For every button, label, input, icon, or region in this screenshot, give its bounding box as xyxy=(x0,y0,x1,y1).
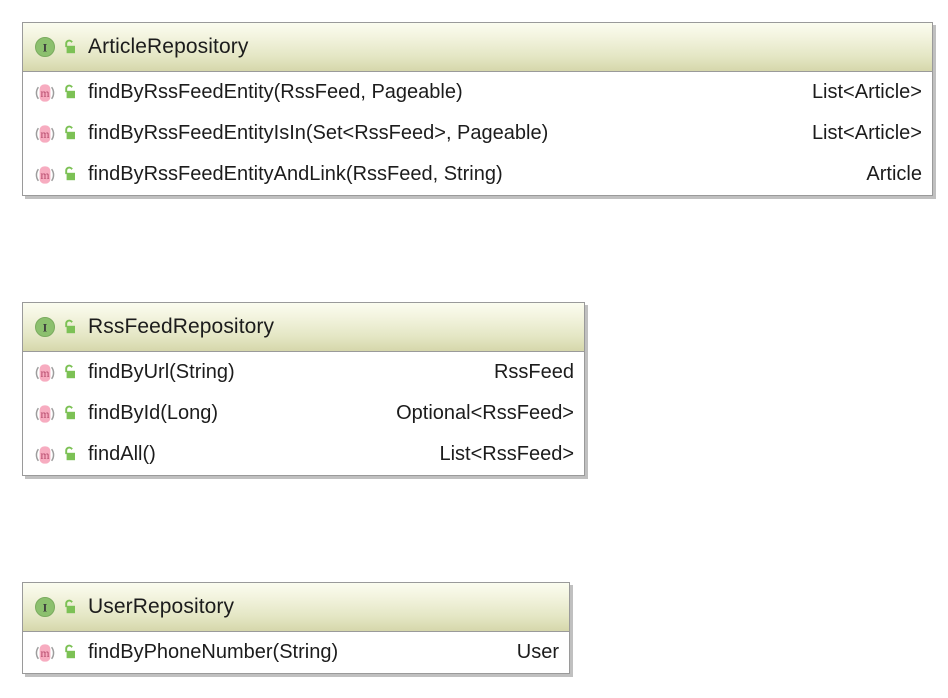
svg-text:m: m xyxy=(41,368,50,380)
method-signature: findByRssFeedEntityIsIn(Set<RssFeed>, Pa… xyxy=(88,122,549,144)
unlock-public-icon xyxy=(65,599,75,613)
svg-text:m: m xyxy=(41,129,50,141)
method-signature: findByUrl(String) xyxy=(88,361,235,383)
uml-method-row[interactable]: m findByRssFeedEntityAndLink(RssFeed, St… xyxy=(23,154,932,195)
method-icon: m xyxy=(35,83,55,102)
method-return-type: List<RssFeed> xyxy=(439,443,574,465)
uml-class-box-userrepository[interactable]: I UserRepository m xyxy=(22,582,570,674)
uml-method-row[interactable]: m findByUrl(String) RssFeed xyxy=(23,352,584,393)
uml-method-row[interactable]: m findById(Long) Optional<RssFeed> xyxy=(23,393,584,434)
uml-class-box-articlerepository[interactable]: I ArticleRepository m xyxy=(22,22,933,196)
svg-text:m: m xyxy=(41,409,50,421)
uml-class-name: RssFeedRepository xyxy=(88,315,275,338)
icon-group: m xyxy=(34,82,79,104)
method-return-type: Optional<RssFeed> xyxy=(396,402,574,424)
method-signature: findByPhoneNumber(String) xyxy=(88,641,339,663)
svg-text:I: I xyxy=(43,601,48,615)
method-return-type: Article xyxy=(866,163,922,185)
unlock-public-icon xyxy=(65,405,75,420)
uml-method-row[interactable]: m findByRssFeedEntity(RssFeed, Pageable)… xyxy=(23,72,932,113)
interface-icon: I xyxy=(35,317,55,337)
uml-method-row[interactable]: m findAll() List<RssFeed> xyxy=(23,434,584,475)
icon-group: m xyxy=(34,164,79,186)
svg-text:m: m xyxy=(41,450,50,462)
icon-group: I xyxy=(34,596,79,618)
icon-group: m xyxy=(34,444,79,466)
unlock-public-icon xyxy=(65,644,75,659)
method-return-type: User xyxy=(516,641,559,663)
uml-member-list: m findByRssFeedEntity(RssFeed, Pageable)… xyxy=(23,72,932,195)
method-signature: findByRssFeedEntityAndLink(RssFeed, Stri… xyxy=(88,163,503,185)
method-return-type: List<Article> xyxy=(811,122,922,144)
uml-method-row[interactable]: m findByRssFeedEntityIsIn(Set<RssFeed>, … xyxy=(23,113,932,154)
interface-icon: I xyxy=(35,37,55,57)
method-signature: findAll() xyxy=(88,443,156,465)
unlock-public-icon xyxy=(65,84,75,99)
method-icon: m xyxy=(35,643,55,662)
uml-class-name: ArticleRepository xyxy=(88,35,249,58)
uml-class-header[interactable]: I ArticleRepository xyxy=(23,23,932,72)
uml-class-name: UserRepository xyxy=(88,595,235,618)
method-icon: m xyxy=(35,404,55,423)
svg-text:I: I xyxy=(43,321,48,335)
uml-class-box-rssfeedrepository[interactable]: I RssFeedRepository m xyxy=(22,302,585,476)
svg-text:m: m xyxy=(41,88,50,100)
unlock-public-icon xyxy=(65,446,75,461)
method-icon: m xyxy=(35,363,55,382)
unlock-public-icon xyxy=(65,39,75,53)
method-icon: m xyxy=(35,124,55,143)
svg-text:m: m xyxy=(41,170,50,182)
method-signature: findByRssFeedEntity(RssFeed, Pageable) xyxy=(88,81,463,103)
icon-group: m xyxy=(34,642,79,664)
uml-member-list: m findByPhoneNumber(String) User xyxy=(23,632,569,673)
svg-text:m: m xyxy=(41,648,50,660)
unlock-public-icon xyxy=(65,166,75,181)
interface-icon: I xyxy=(35,597,55,617)
uml-class-header[interactable]: I RssFeedRepository xyxy=(23,303,584,352)
svg-text:I: I xyxy=(43,41,48,55)
method-signature: findById(Long) xyxy=(88,402,219,424)
unlock-public-icon xyxy=(65,125,75,140)
uml-method-row[interactable]: m findByPhoneNumber(String) User xyxy=(23,632,569,673)
uml-member-list: m findByUrl(String) RssFeed xyxy=(23,352,584,475)
icon-group: m xyxy=(34,362,79,384)
icon-group: I xyxy=(34,36,79,58)
unlock-public-icon xyxy=(65,364,75,379)
method-return-type: List<Article> xyxy=(811,81,922,103)
method-icon: m xyxy=(35,165,55,184)
icon-group: m xyxy=(34,123,79,145)
unlock-public-icon xyxy=(65,319,75,333)
method-return-type: RssFeed xyxy=(493,361,574,383)
uml-class-header[interactable]: I UserRepository xyxy=(23,583,569,632)
method-icon: m xyxy=(35,445,55,464)
icon-group: I xyxy=(34,316,79,338)
icon-group: m xyxy=(34,403,79,425)
